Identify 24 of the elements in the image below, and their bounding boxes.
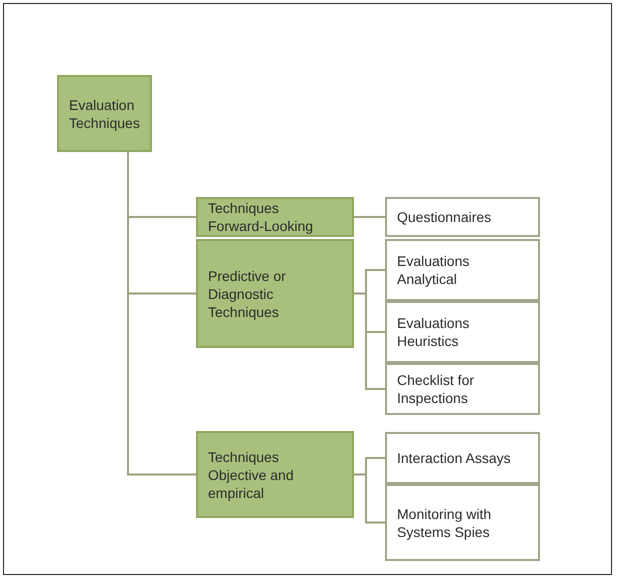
connector-line bbox=[354, 216, 385, 218]
box-label: Evaluations Heuristics bbox=[397, 314, 470, 350]
box-label: Techniques Objective and empirical bbox=[208, 448, 295, 502]
box-label: Interaction Assays bbox=[397, 449, 512, 467]
item-box bbox=[385, 301, 540, 363]
box-label: Monitoring with Systems Spies bbox=[397, 504, 492, 540]
item-box bbox=[385, 363, 540, 415]
item-box bbox=[385, 197, 540, 237]
connector-line bbox=[354, 292, 385, 390]
connector-line bbox=[354, 474, 385, 524]
box-label: Evaluation Techniques bbox=[69, 96, 140, 132]
category-box bbox=[196, 239, 354, 348]
category-box bbox=[57, 75, 152, 152]
box-label: Predictive or Diagnostic Techniques bbox=[208, 266, 287, 320]
box-label: Evaluations Analytical bbox=[397, 252, 470, 288]
connector-line bbox=[127, 152, 196, 476]
category-box bbox=[196, 197, 354, 237]
item-box bbox=[385, 484, 540, 561]
box-label: Techniques Forward-Looking bbox=[208, 199, 314, 235]
box-label: Questionnaires bbox=[397, 208, 492, 226]
item-box bbox=[385, 432, 540, 484]
box-label: Checklist for Inspections bbox=[397, 371, 476, 407]
item-box bbox=[385, 239, 540, 301]
category-box bbox=[196, 431, 354, 518]
